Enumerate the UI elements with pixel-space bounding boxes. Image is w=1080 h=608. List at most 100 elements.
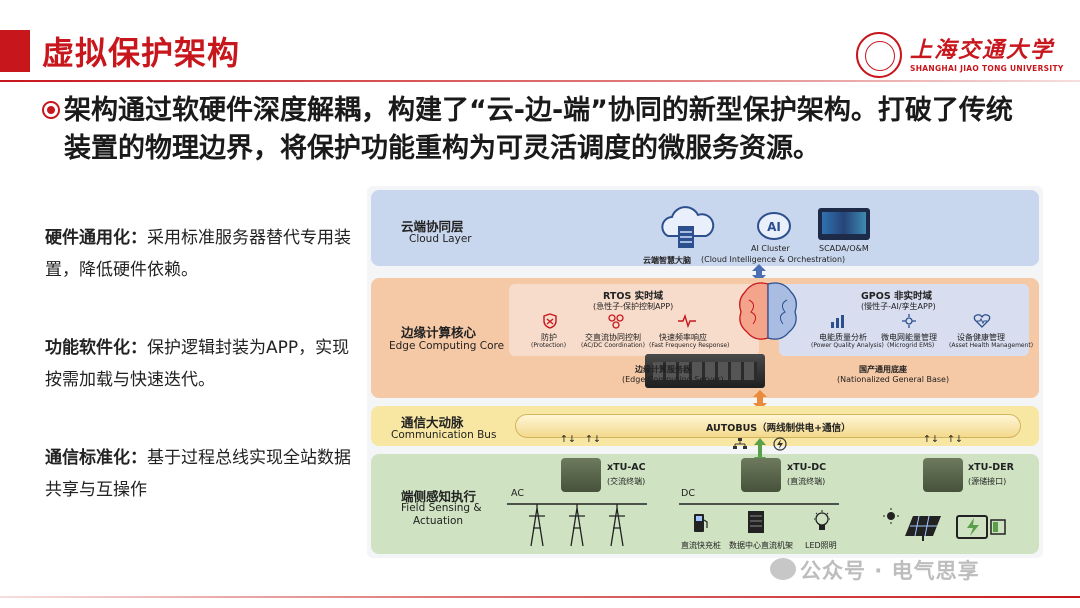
point-head: 功能软件化： — [45, 338, 147, 358]
watermark: 公众号 · 电气思享 — [800, 559, 980, 583]
bus-arrow-der-icon: ↑↓ — [923, 434, 939, 445]
point-software: 功能软件化：保护逻辑封装为APP，实现按需加载与快速迭代。 — [45, 332, 360, 396]
rtos-item-label: 防护 — [541, 333, 557, 342]
ac-label: AC — [511, 488, 524, 499]
field-layer-sub: Actuation — [413, 515, 464, 527]
terminal-sub: (直流终端) — [787, 477, 826, 486]
xtu-ac-terminal-icon — [561, 458, 601, 492]
gpos-domain-box: GPOS 非实时域 (慢性子-AI/孪生APP) 电能质量分析 (Power Q… — [779, 284, 1033, 356]
edge-bus-arrow-icon — [753, 390, 767, 410]
base-label: 国产通用底座 — [859, 365, 907, 374]
point-head: 硬件通用化： — [45, 228, 147, 248]
cloud-layer-name: 云端协同层 — [401, 219, 464, 234]
bar-chart-icon — [831, 315, 844, 328]
network-icon — [733, 438, 747, 449]
edge-server-icon — [645, 354, 765, 388]
gpos-item-sub: (Asset Health Management) — [949, 342, 1034, 349]
rtos-subtitle: (急性子-保护控制APP) — [593, 302, 674, 311]
gpos-item-sub: (Power Quality Analysis) — [811, 342, 884, 349]
architecture-diagram: 云端协同层 Cloud Layer AI AI Cluster SCADA/O&… — [367, 186, 1043, 558]
gpos-item-label: 电能质量分析 — [819, 333, 867, 342]
university-seal-icon — [856, 32, 902, 78]
rtos-item-sub: (Fast Frequency Response) — [649, 342, 730, 349]
bus-layer-sub: Communication Bus — [391, 429, 497, 441]
server-sub: (Edge Computing Server) — [622, 375, 724, 384]
autobus-label: AUTOBUS（两线制供电+通信） — [706, 423, 851, 434]
point-hardware: 硬件通用化：采用标准服务器替代专用装置，降低硬件依赖。 — [45, 222, 360, 286]
device-label: 数据中心直流机架 — [729, 541, 793, 550]
point-communication: 通信标准化：基于过程总线实现全站数据共享与互操作 — [45, 442, 360, 506]
bus-field-arrow-icon — [754, 438, 766, 464]
rtos-item-sub: (Protection) — [531, 342, 567, 349]
scada-label: SCADA/O&M — [819, 244, 869, 253]
pulse-icon — [678, 313, 696, 329]
rtos-item-label: 交直流协同控制 — [585, 333, 641, 342]
rtos-item-label: 快速频率响应 — [659, 333, 707, 342]
heart-pulse-icon — [973, 314, 991, 328]
led-bulb-icon — [814, 510, 830, 530]
gpos-item-label: 微电网能量管理 — [881, 333, 937, 342]
dc-busline-icon — [679, 503, 839, 505]
terminal-sub: (交流终端) — [607, 477, 646, 486]
dc-label: DC — [681, 488, 695, 499]
gpos-title: GPOS 非实时域 — [861, 291, 932, 302]
server-rack-icon — [748, 511, 764, 533]
device-label: 直流快充桩 — [681, 541, 721, 550]
autobus-pipe: AUTOBUS（两线制供电+通信） — [515, 414, 1021, 438]
device-label: LED照明 — [805, 541, 837, 550]
gpos-item-sub: (Microgrid EMS) — [887, 342, 935, 349]
base-sub: (Nationalized General Base) — [837, 375, 950, 384]
point-head: 通信标准化： — [45, 448, 147, 468]
terminal-sub: (源储接口) — [968, 477, 1007, 486]
point-body: 基于过程总线实现全站数据共享与互操作 — [45, 448, 351, 500]
ai-cluster-label: AI Cluster — [751, 244, 790, 253]
bus-arrow-ac-icon: ↑↓ — [585, 434, 601, 445]
field-layer-name: 端侧感知执行 — [401, 489, 477, 504]
gpos-item-label: 设备健康管理 — [957, 333, 1005, 342]
transmission-tower-icon — [507, 503, 647, 547]
rtos-item-sub: (AC/DC Coordination) — [581, 342, 645, 349]
shield-icon — [543, 313, 557, 329]
logo-en-text: SHANGHAI JIAO TONG UNIVERSITY — [910, 64, 1064, 73]
wechat-logo-icon — [770, 558, 796, 580]
edge-layer-name: 边缘计算核心 — [401, 325, 477, 340]
solar-battery-icon — [883, 508, 1006, 541]
cloud-edge-arrow-icon — [752, 264, 766, 282]
bus-layer-name: 通信大动脉 — [401, 415, 464, 430]
logo-cn-text: 上海交通大学 — [910, 37, 1055, 63]
cloud-server-icon — [661, 206, 715, 248]
point-body: 采用标准服务器替代专用装置，降低硬件依赖。 — [45, 228, 351, 280]
rtos-domain-box: RTOS 实时域 (急性子-保护控制APP) 防护 (Protection) 交… — [509, 284, 759, 356]
coordination-icon — [608, 314, 624, 329]
field-layer-sub: Field Sensing & — [401, 502, 482, 514]
slide-title: 虚拟保护架构 — [42, 34, 241, 72]
bus-arrow-der-icon: ↑↓ — [947, 434, 963, 445]
microgrid-icon — [902, 314, 916, 328]
main-bullet: 架构通过软硬件深度解耦，构建了“云-边-端”协同的新型保护架构。打破了传统装置的… — [64, 95, 1013, 164]
bullet-icon — [42, 101, 60, 119]
title-divider — [0, 80, 1080, 82]
xtu-der-terminal-icon — [923, 458, 963, 492]
power-bolt-icon — [773, 437, 787, 451]
edge-layer-sub: Edge Computing Core — [389, 340, 505, 352]
title-accent-bar — [0, 30, 30, 72]
terminal-name: xTU-DC — [787, 462, 827, 473]
terminal-name: xTU-AC — [607, 462, 646, 473]
server-label: 边缘计算服务器 — [635, 365, 691, 374]
ai-icon-glyph: AI — [767, 220, 781, 234]
ev-charger-icon — [694, 514, 708, 532]
cloud-brain-sub: (Cloud Intelligence & Orchestration) — [701, 255, 846, 264]
ai-brain-icon: AI — [757, 212, 791, 240]
scada-screen-icon — [818, 208, 870, 240]
terminal-name: xTU-DER — [968, 462, 1014, 473]
gpos-subtitle: (慢性子-AI/孪生APP) — [861, 302, 936, 311]
rtos-title: RTOS 实时域 — [603, 291, 664, 302]
university-logo: 上海交通大学 SHANGHAI JIAO TONG UNIVERSITY — [856, 32, 1063, 80]
brain-icon — [739, 282, 797, 340]
cloud-layer: 云端协同层 Cloud Layer AI AI Cluster SCADA/O&… — [371, 190, 1039, 266]
bottom-divider — [0, 596, 1080, 598]
cloud-brain-label: 云端智慧大脑 — [643, 256, 691, 265]
bus-arrow-ac-icon: ↑↓ — [560, 434, 576, 445]
xtu-dc-terminal-icon — [741, 458, 781, 492]
cloud-layer-sub: Cloud Layer — [409, 233, 472, 245]
